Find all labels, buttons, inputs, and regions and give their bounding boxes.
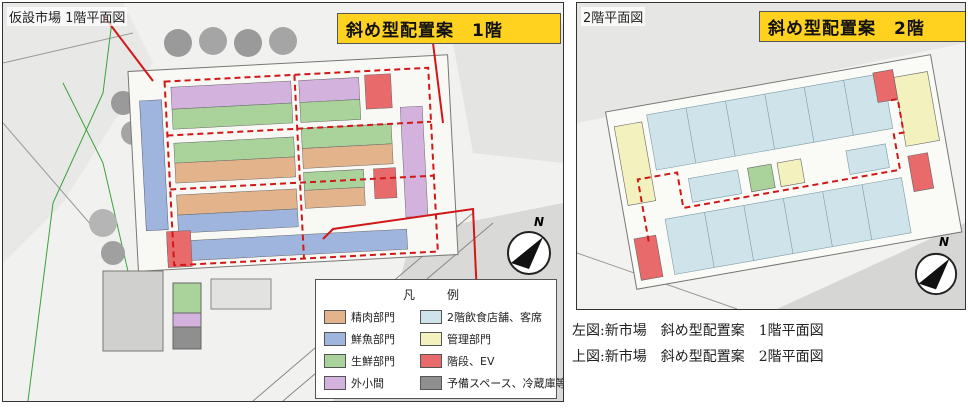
floor-2-plan-drawing [577,3,965,309]
floor-1-plan-panel: 仮設市場 1階平面図 斜め型配置案 1階 N 凡 例 精肉部門 2階飲食店舗、客… [2,2,564,402]
legend-item-label: 生鮮部門 [351,355,395,368]
legend-swatch [324,376,346,390]
legend-swatch [324,310,346,324]
legend-item-stairs-ev: 階段、EV [420,354,494,368]
north-compass-label: N [939,235,950,249]
legend-item-label: 管理部門 [447,333,491,346]
legend-item-reserve-space: 予備スペース、冷蔵庫等 [420,376,564,390]
legend-item-label: 鮮魚部門 [351,333,395,346]
legend-swatch [420,310,442,324]
floor-1-title-banner: 斜め型配置案 1階 [337,13,561,44]
legend-item-label: 精肉部門 [351,311,395,324]
caption-top-figure: 上図:新市場 斜め型配置案 2階平面図 [572,349,824,365]
legend-item-label: 階段、EV [447,355,495,368]
legend-item-label: 外小間 [351,377,384,390]
legend-item-fresh: 生鮮部門 [324,354,395,368]
legend-swatch [420,354,442,368]
legend-item-meat: 精肉部門 [324,310,395,324]
legend-heading: 凡 例 [402,288,469,302]
floor-2-title-banner: 斜め型配置案 2階 [759,11,965,42]
legend-box: 凡 例 精肉部門 2階飲食店舗、客席 鮮魚部門 管理部門 生鮮部門 階段、EV … [315,279,563,399]
legend-item-management: 管理部門 [420,332,491,346]
legend-item-second-floor-food: 2階飲食店舗、客席 [420,310,542,324]
legend-item-outer-stall: 外小間 [324,376,384,390]
floor-1-plan-label: 仮設市場 1階平面図 [7,7,128,26]
north-compass-icon [914,252,958,296]
legend-swatch [324,354,346,368]
floor-2-plan-label: 2階平面図 [581,7,646,26]
legend-swatch [420,332,442,346]
caption-left-figure: 左図:新市場 斜め型配置案 1階平面図 [572,323,824,339]
floor-2-plan-panel: 2階平面図 斜め型配置案 2階 N [576,2,966,310]
legend-swatch [420,376,442,390]
north-compass-icon [507,231,551,275]
legend-item-label: 予備スペース、冷蔵庫等 [447,377,564,390]
legend-item-label: 2階飲食店舗、客席 [447,311,542,324]
legend-swatch [324,332,346,346]
north-compass-label: N [534,215,545,229]
legend-item-fish: 鮮魚部門 [324,332,395,346]
